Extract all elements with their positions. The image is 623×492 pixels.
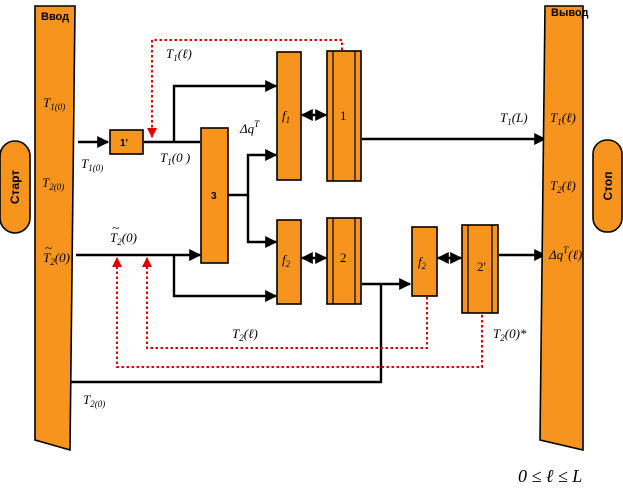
block-f2-a: f2 (276, 219, 302, 305)
t2-0-star-label: T2(0)* (493, 326, 527, 343)
stop-label: Стоп (601, 172, 615, 201)
output-t2-label: T2(ℓ) (550, 178, 576, 195)
feedback-lines (112, 39, 483, 368)
block-2: 2 (326, 217, 362, 305)
t2-0-bottom-label: T2(0) (83, 392, 105, 409)
input-title: Ввод (41, 11, 69, 23)
output-t1-label: T1(ℓ) (550, 110, 576, 127)
svg-text:T2(0): T2(0) (110, 230, 137, 247)
t1-zero-label: T1(0 ) (160, 150, 190, 167)
svg-text:~: ~ (45, 240, 52, 255)
svg-text:f1: f1 (282, 108, 290, 125)
input-column: Ввод (34, 5, 76, 452)
block-2prime: 2' (461, 224, 499, 314)
svg-text:1: 1 (340, 108, 347, 123)
wire-t1-0-label: T1(0) (81, 156, 103, 173)
input-t2tilde-label: T2(0) ~ (43, 240, 70, 267)
start-terminal: Старт (0, 140, 31, 234)
t2-l-label: T2(ℓ) (232, 326, 258, 343)
start-label: Старт (8, 170, 22, 204)
output-dq-label: ΔqT(ℓ) (548, 245, 582, 262)
input-t1-label: T1(0) (43, 95, 65, 112)
labels: T1(0) T2(0) T2(0) ~ T1(0) T1(0 ) T1(ℓ) Δ… (42, 46, 582, 486)
t2tilde-wire-label: T2(0) ~ (110, 220, 137, 247)
t1-l-label: T1(ℓ) (166, 46, 192, 63)
output-title: Вывод (551, 7, 589, 19)
svg-text:2': 2' (477, 259, 486, 274)
svg-text:3: 3 (211, 191, 217, 202)
range-label: 0 ≤ ℓ ≤ L (518, 466, 582, 486)
block-1prime: 1' (109, 129, 144, 155)
input-t2-label: T2(0) (42, 175, 64, 192)
wires (70, 80, 547, 384)
output-column: Вывод (539, 5, 589, 452)
svg-text:f2: f2 (418, 254, 427, 271)
dq-label: ΔqT (239, 119, 260, 136)
block-3: 3 (200, 127, 229, 264)
svg-text:2: 2 (340, 250, 347, 265)
t1-L-label: T1(L) (500, 110, 528, 127)
block-f1: f1 (276, 51, 302, 181)
svg-text:1': 1' (120, 138, 128, 149)
block-1: 1 (326, 50, 362, 182)
svg-text:f2: f2 (282, 252, 291, 269)
stop-terminal: Стоп (592, 139, 623, 233)
svg-text:T2(0): T2(0) (43, 250, 70, 267)
block-f2-b: f2 (411, 226, 438, 297)
svg-text:~: ~ (112, 220, 119, 235)
